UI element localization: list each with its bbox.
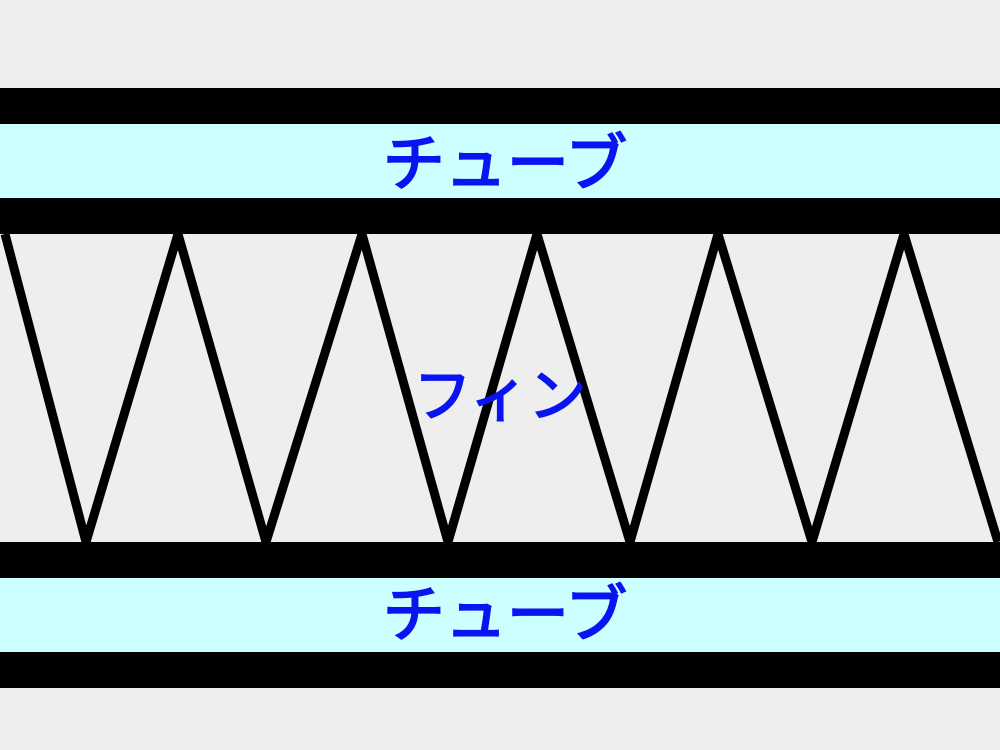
tube-bottom-label: チューブ <box>383 578 627 651</box>
bottom-tube-inner-wall <box>0 542 1000 578</box>
tube-top-label: チューブ <box>383 127 627 200</box>
fin-label: フィン <box>414 362 587 430</box>
top-tube-inner-wall <box>0 198 1000 234</box>
bottom-tube-outer-wall <box>0 652 1000 688</box>
top-tube-channel <box>0 124 1000 198</box>
bottom-tube <box>0 542 1000 688</box>
top-tube-outer-wall <box>0 88 1000 124</box>
fin-zigzag <box>0 217 1000 559</box>
bottom-tube-channel <box>0 578 1000 652</box>
top-tube <box>0 88 1000 234</box>
